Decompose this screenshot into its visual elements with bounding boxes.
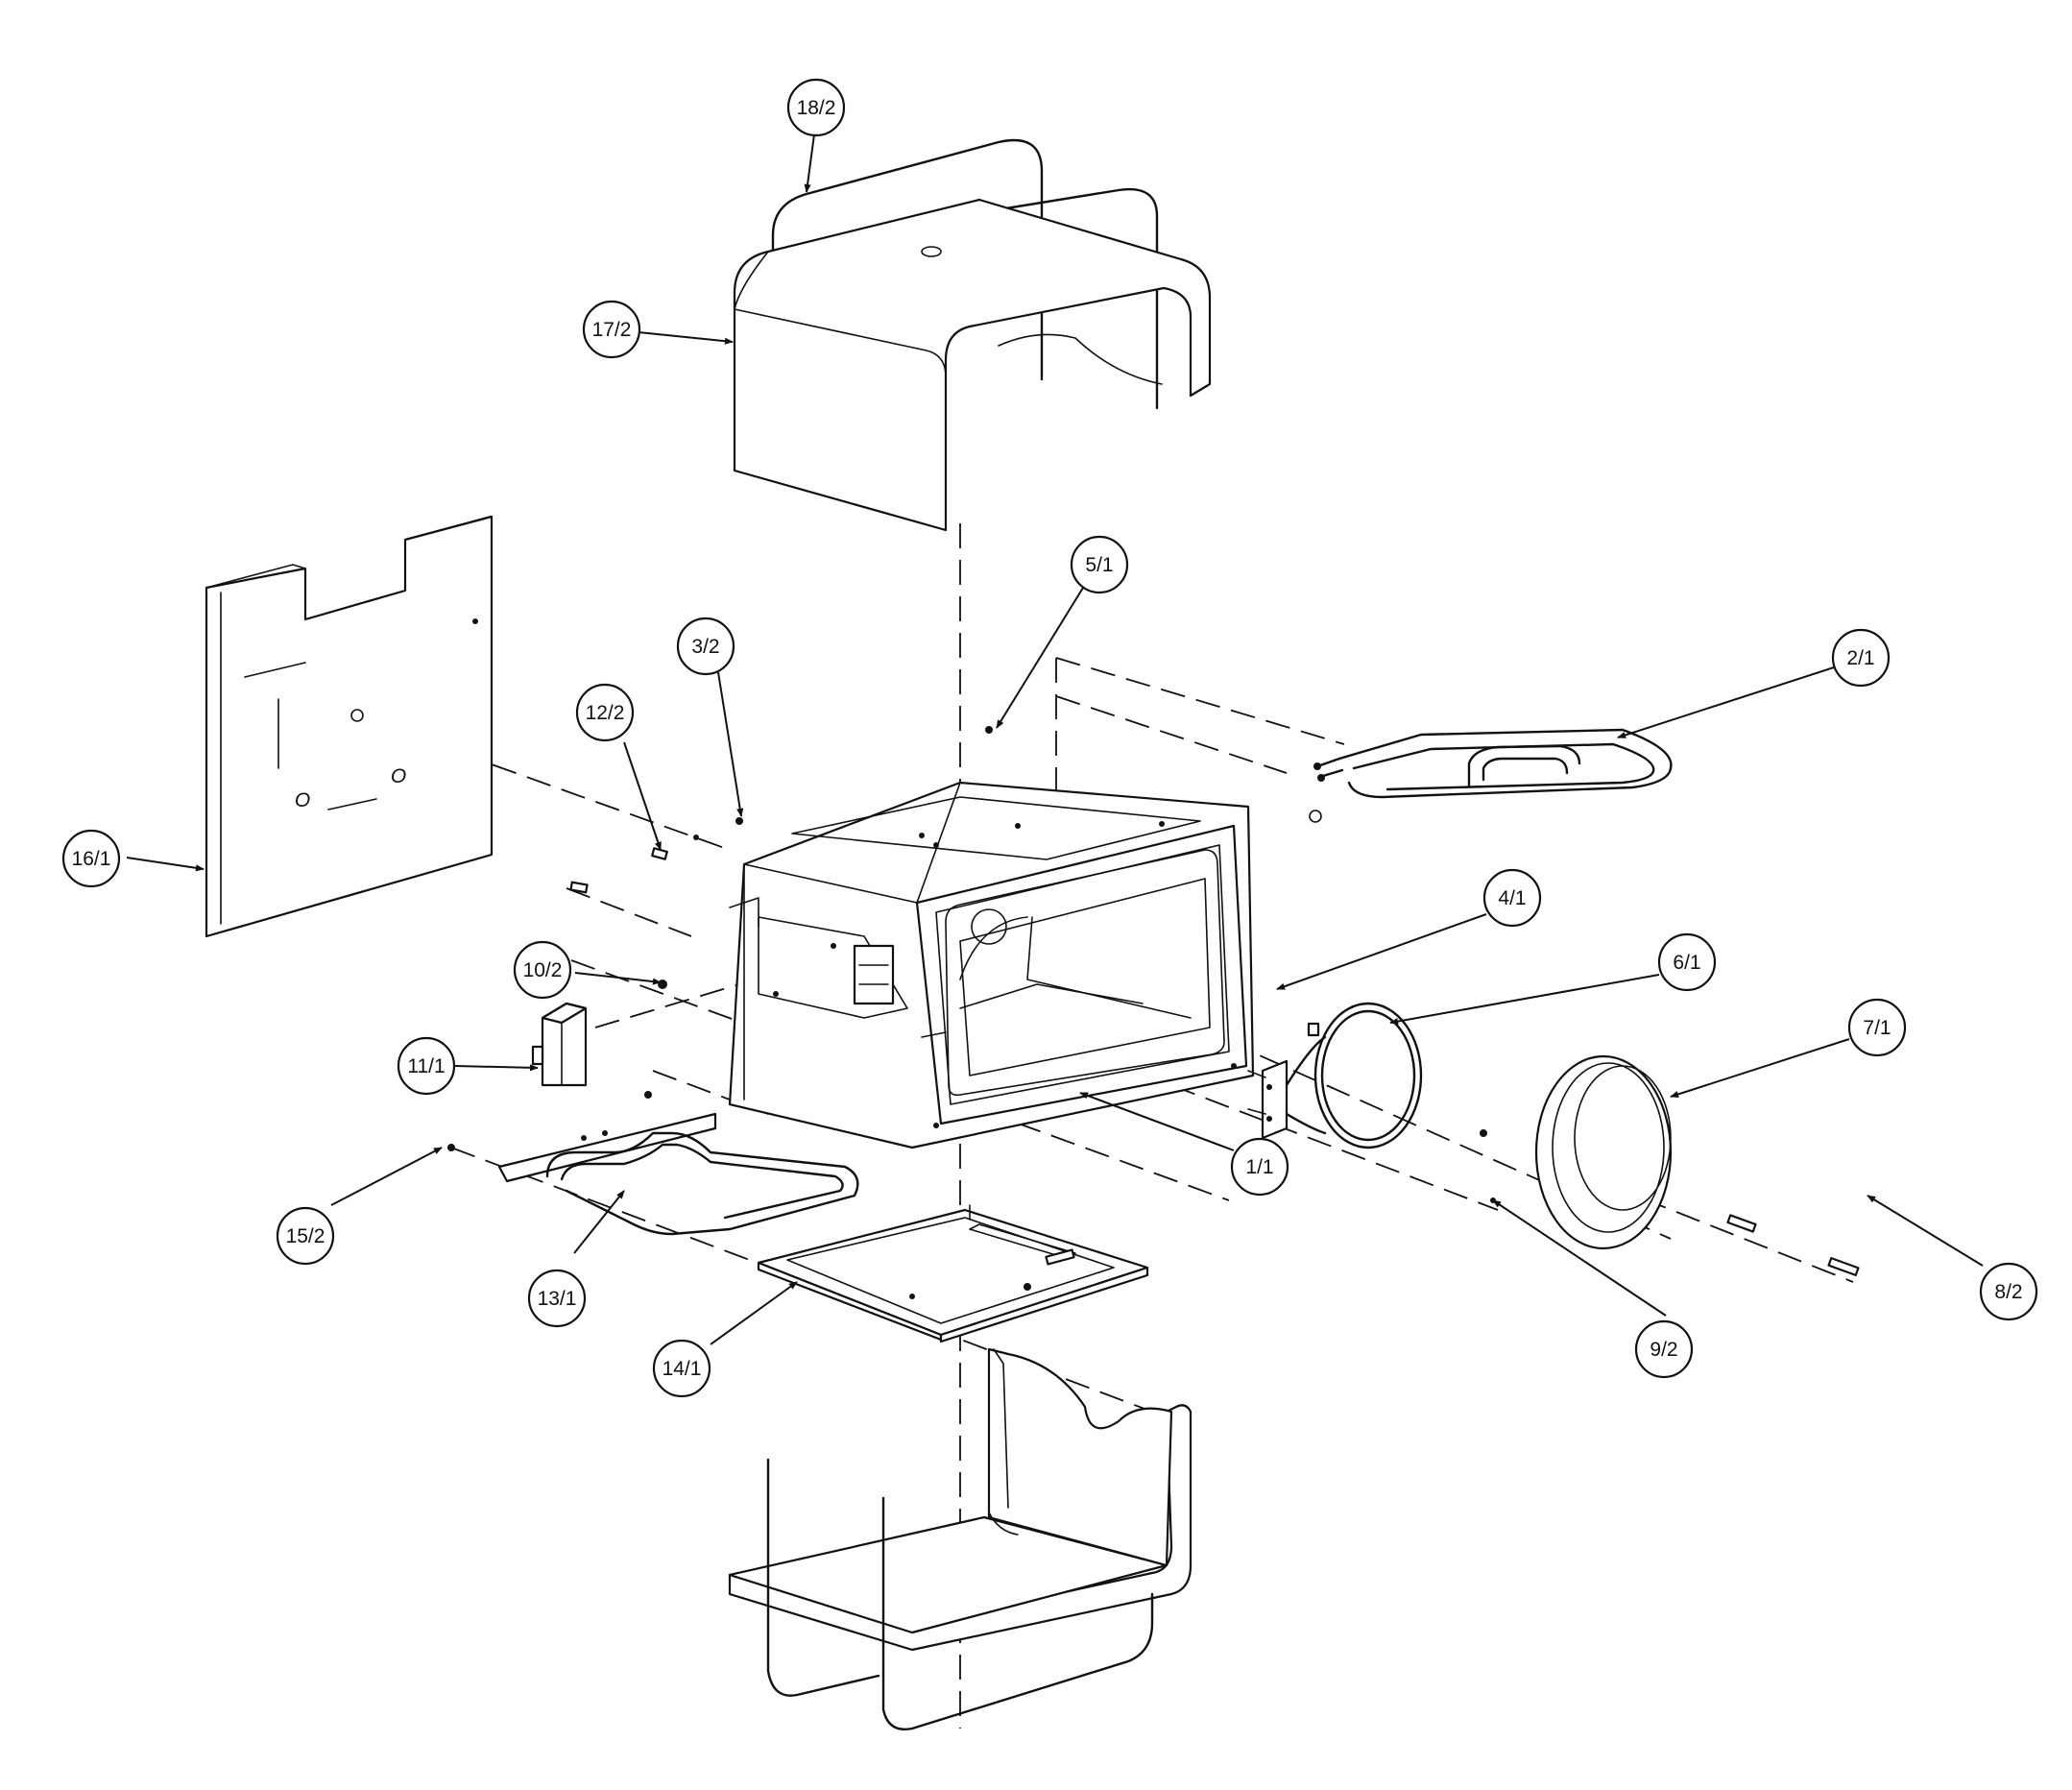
part-1-oven-cavity	[728, 781, 1255, 1149]
callout-14-1: 14/1	[652, 1339, 711, 1398]
callout-4-1: 4/1	[1482, 868, 1542, 928]
part-7-ring-cover	[1534, 1054, 1673, 1250]
callout-5-1: 5/1	[1070, 535, 1129, 594]
callout-label: 9/2	[1650, 1339, 1677, 1361]
panel-mark-left: O	[295, 789, 310, 811]
callout-3-2: 3/2	[676, 617, 735, 676]
callout-9-2: 9/2	[1634, 1319, 1694, 1379]
part-6-circular-heating-element	[1247, 1002, 1423, 1149]
part-2-top-heating-element	[1309, 728, 1673, 823]
part-16-side-panel: O O	[205, 515, 494, 938]
callout-label: 3/2	[691, 636, 719, 658]
callout-17-2: 17/2	[582, 300, 641, 359]
callout-label: 2/1	[1846, 647, 1874, 669]
callout-13-1: 13/1	[527, 1269, 587, 1328]
callout-1-1: 1/1	[1230, 1137, 1289, 1197]
small-hardware	[447, 726, 1860, 1276]
callout-18-2: 18/2	[786, 78, 846, 137]
callout-6-1: 6/1	[1657, 932, 1717, 992]
callout-label: 7/1	[1863, 1017, 1891, 1039]
callout-label: 1/1	[1245, 1156, 1273, 1178]
callout-11-1: 11/1	[397, 1036, 456, 1096]
callout-10-2: 10/2	[513, 940, 572, 1000]
part-14-rack-tray	[757, 1204, 1149, 1343]
panel-mark-right: O	[391, 765, 406, 787]
callout-label: 11/1	[407, 1055, 445, 1077]
callout-label: 16/1	[72, 848, 111, 870]
callout-label: 4/1	[1498, 887, 1526, 909]
callout-label: 13/1	[538, 1288, 577, 1310]
part-17-top-cover	[733, 198, 1212, 532]
callout-7-1: 7/1	[1847, 998, 1907, 1057]
callout-label: 17/2	[592, 319, 632, 341]
callout-12-2: 12/2	[575, 683, 635, 742]
callout-label: 10/2	[523, 959, 563, 981]
callout-label: 18/2	[797, 97, 836, 119]
callout-8-2: 8/2	[1979, 1262, 2038, 1321]
part-11-switch-box	[531, 1002, 588, 1087]
bottom-base-wrap	[728, 1347, 1193, 1730]
part-13-bottom-heating-element	[497, 1112, 859, 1236]
callout-label: 5/1	[1085, 554, 1113, 576]
callout-2-1: 2/1	[1831, 628, 1891, 688]
callout-label: 14/1	[663, 1358, 702, 1380]
callout-16-1: 16/1	[61, 829, 121, 888]
callout-label: 6/1	[1673, 952, 1700, 974]
leader-lines	[126, 133, 1984, 1345]
callout-label: 12/2	[586, 702, 625, 724]
callouts: 18/2 17/2 16/1 5/1 3/2 12/2 2/1 4/1	[61, 78, 2038, 1398]
callout-label: 15/2	[286, 1225, 325, 1247]
callout-15-2: 15/2	[276, 1206, 335, 1266]
callout-label: 8/2	[1994, 1281, 2022, 1303]
